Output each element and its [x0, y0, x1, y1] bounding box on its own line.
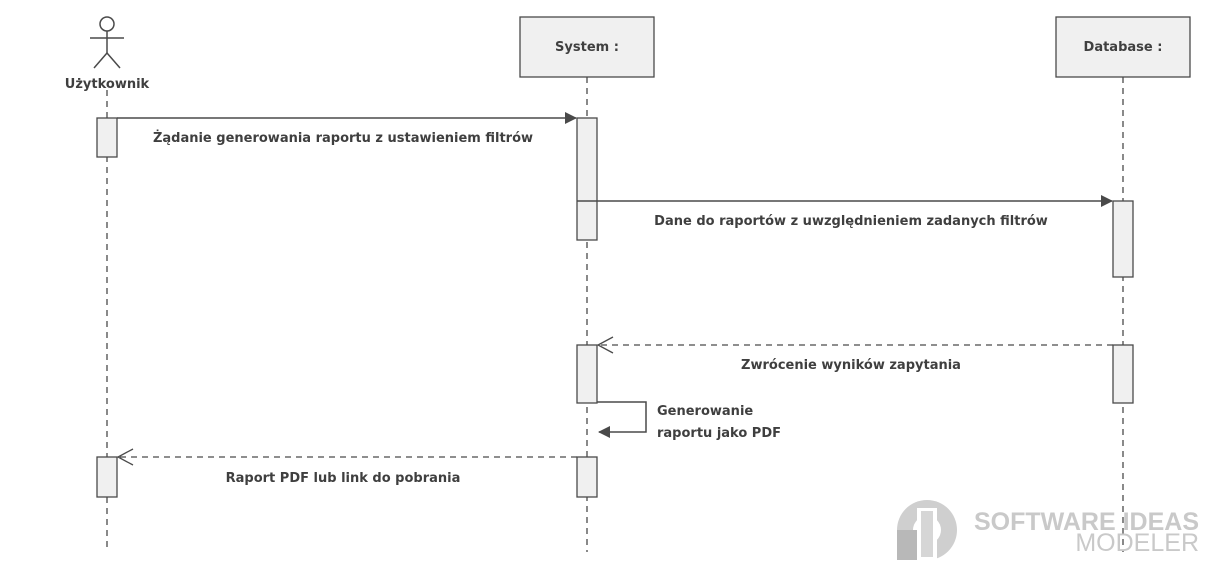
- message-return-pdf[interactable]: Raport PDF lub link do pobrania: [116, 448, 577, 486]
- message-return-results[interactable]: Zwrócenie wyników zapytania: [596, 336, 1113, 373]
- actor-user-label: Użytkownik: [65, 77, 150, 92]
- activation-bar: [576, 456, 598, 498]
- software-ideas-logo-icon: [897, 500, 957, 560]
- participant-system[interactable]: System :: [519, 16, 655, 78]
- activation-bar: [1112, 200, 1134, 278]
- participant-database-label: Database :: [1084, 40, 1163, 55]
- message-label: Zwrócenie wyników zapytania: [741, 358, 961, 373]
- message-label: Żądanie generowania raportu z ustawienie…: [153, 130, 533, 146]
- watermark: SOFTWARE IDEAS MODELER: [897, 500, 1199, 560]
- activation-bar: [96, 456, 118, 498]
- activation-bar: [1112, 344, 1134, 404]
- message-request-report[interactable]: Żądanie generowania raportu z ustawienie…: [117, 112, 577, 146]
- activation-bar: [96, 117, 118, 158]
- message-query-data[interactable]: Dane do raportów z uwzględnieniem zadany…: [577, 195, 1113, 229]
- message-label-line1: Generowanie: [657, 404, 753, 419]
- actor-user[interactable]: Użytkownik: [65, 16, 150, 92]
- message-label: Raport PDF lub link do pobrania: [226, 471, 461, 486]
- watermark-line2: MODELER: [1075, 529, 1199, 557]
- activation-bar: [576, 344, 598, 404]
- watermark-line1: SOFTWARE IDEAS: [974, 508, 1199, 536]
- participant-system-label: System :: [555, 40, 619, 55]
- activation-bar: [576, 117, 598, 241]
- participant-database[interactable]: Database :: [1055, 16, 1191, 78]
- actor-head-icon: [99, 16, 115, 32]
- message-label-line2: raportu jako PDF: [657, 426, 781, 441]
- message-label: Dane do raportów z uwzględnieniem zadany…: [654, 214, 1048, 229]
- message-self-generate-pdf[interactable]: Generowanie raportu jako PDF: [597, 401, 781, 441]
